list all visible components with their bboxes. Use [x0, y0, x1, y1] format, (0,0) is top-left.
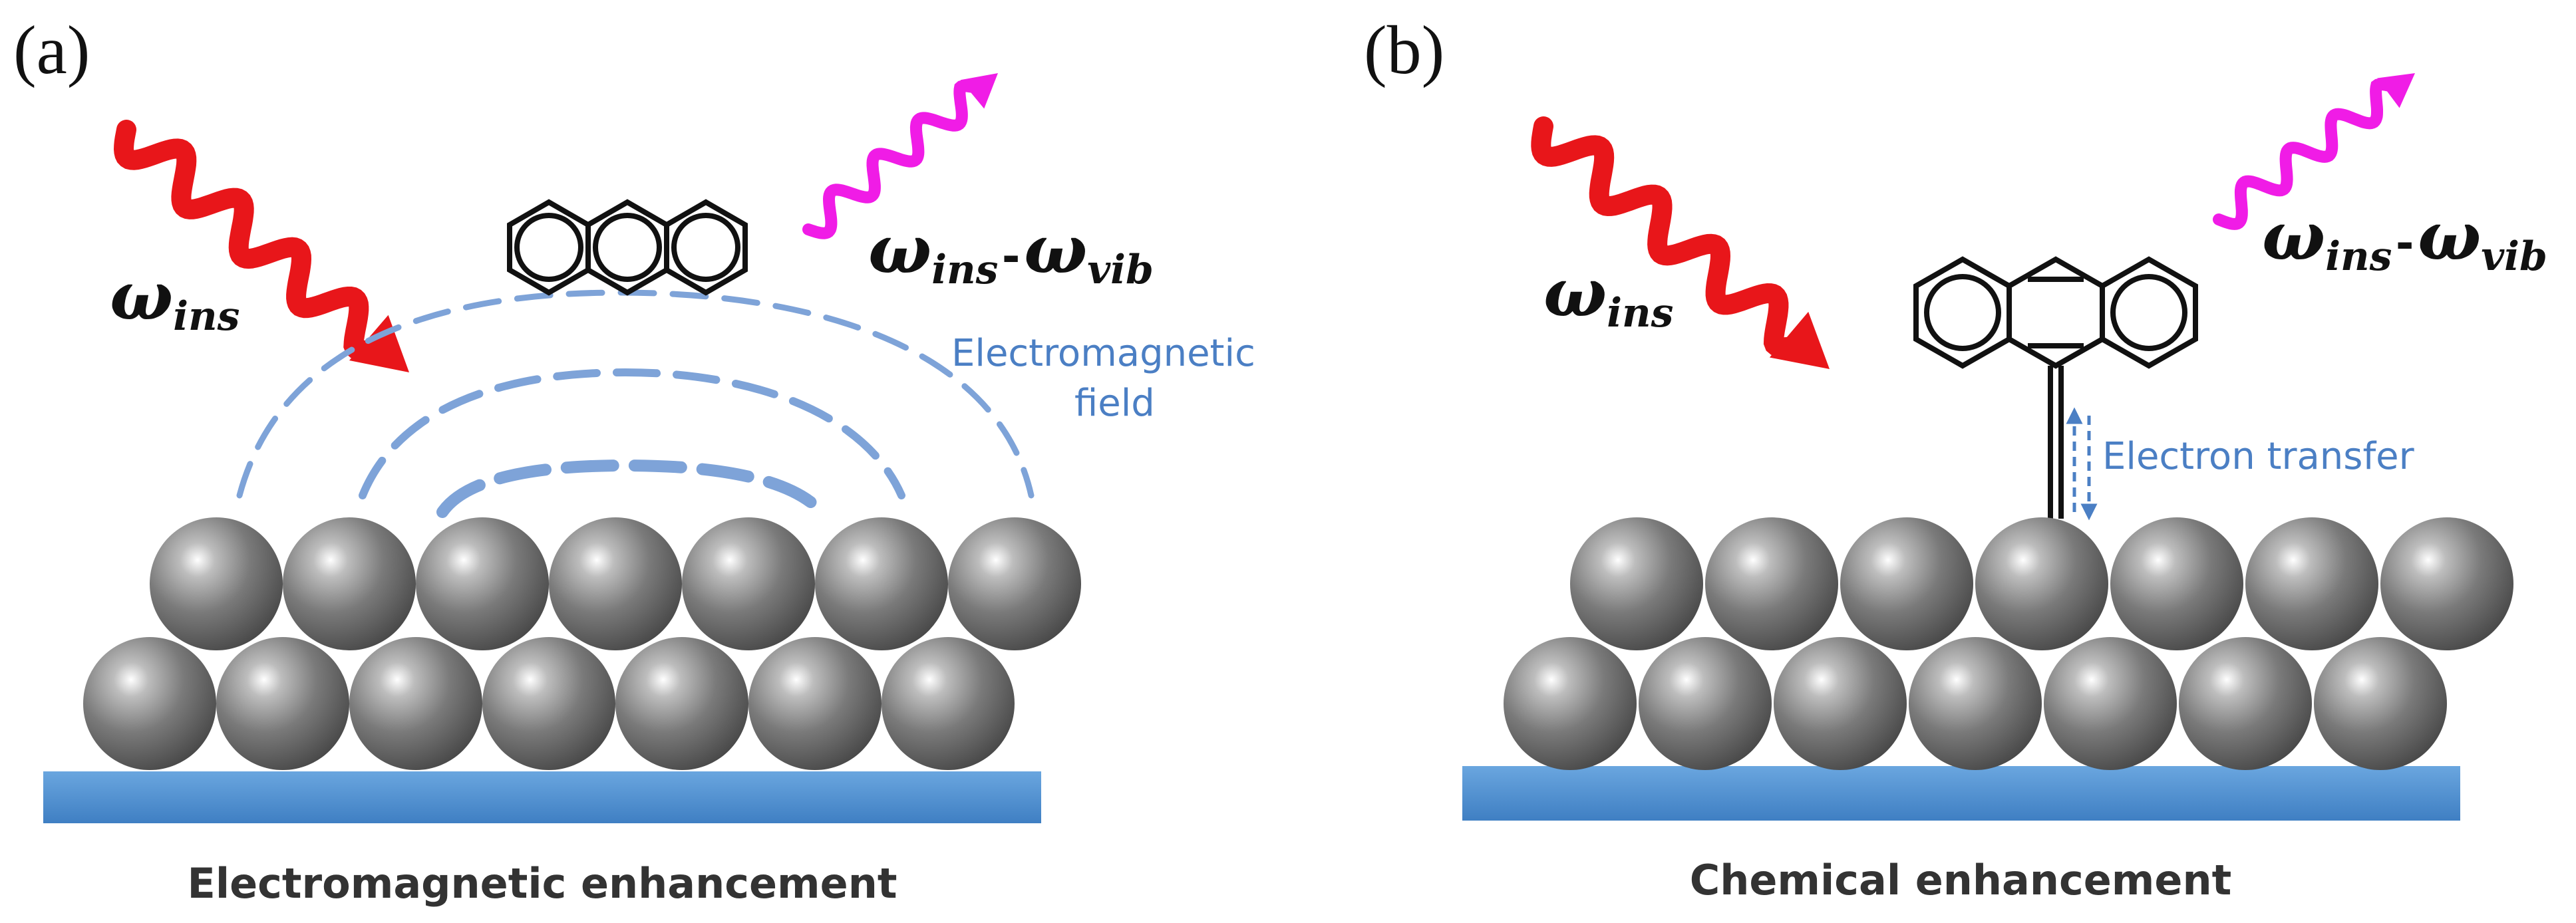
incident-wave-icon — [1531, 116, 1830, 369]
nanoparticle-sphere — [216, 637, 349, 770]
nanoparticle-sphere — [2110, 517, 2243, 650]
field-label-line1: Electromagnetic — [951, 332, 1255, 375]
nanoparticle-sphere — [815, 517, 948, 650]
anthracene-molecule-icon — [1913, 256, 2198, 519]
nanoparticle-sphere — [948, 517, 1081, 650]
panel-a-label: (a) — [13, 12, 90, 88]
nanoparticle-sphere — [1570, 517, 1703, 650]
nanoparticle-sphere — [615, 637, 748, 770]
nanoparticle-sphere — [416, 517, 549, 650]
nanoparticle-sphere — [549, 517, 682, 650]
panel-b-label: (b) — [1364, 12, 1444, 88]
field-label-line2: field — [1074, 382, 1155, 425]
nanoparticle-sphere — [1975, 517, 2108, 650]
scattered-wave-icon — [802, 73, 998, 239]
nanoparticle-sphere — [83, 637, 216, 770]
panel-a-caption: Electromagnetic enhancement — [188, 859, 897, 908]
nanoparticle-sphere — [1840, 517, 1973, 650]
incident-wave-icon — [113, 120, 409, 372]
incident-frequency-label: ωins — [110, 257, 240, 340]
nanoparticle-sphere — [482, 637, 615, 770]
nanoparticle-sphere — [349, 637, 482, 770]
scattered-wave-icon — [2213, 73, 2415, 230]
panel-b-caption: Chemical enhancement — [1690, 856, 2232, 904]
electron-transfer-arrows-icon — [2066, 407, 2098, 521]
electron-transfer-label: Electron transfer — [2102, 435, 2415, 478]
nanoparticle-sphere — [2245, 517, 2378, 650]
nanoparticle-sphere — [150, 517, 283, 650]
panel-b: (b) ωins ωins-ωvib — [1364, 12, 2547, 904]
nanoparticle-sphere — [2179, 637, 2312, 770]
anthracene-molecule-icon — [507, 199, 748, 296]
nanoparticle-sphere — [283, 517, 416, 650]
nanoparticle-layer — [83, 517, 1081, 770]
substrate-bar — [43, 771, 1041, 823]
substrate-bar — [1462, 766, 2460, 821]
panel-a: (a) ωins ωins-ωvib Electromagnetic field — [13, 12, 1255, 908]
nanoparticle-sphere — [748, 637, 882, 770]
nanoparticle-sphere — [882, 637, 1015, 770]
nanoparticle-layer — [1504, 517, 2513, 770]
nanoparticle-sphere — [2044, 637, 2177, 770]
nanoparticle-sphere — [1504, 637, 1637, 770]
nanoparticle-sphere — [2314, 637, 2447, 770]
incident-frequency-label: ωins — [1543, 253, 1673, 336]
nanoparticle-sphere — [682, 517, 815, 650]
scattered-frequency-label: ωins-ωvib — [868, 210, 1154, 293]
nanoparticle-sphere — [1639, 637, 1772, 770]
electromagnetic-field-lines — [236, 289, 1035, 518]
nanoparticle-sphere — [2380, 517, 2513, 650]
nanoparticle-sphere — [1705, 517, 1838, 650]
scattered-frequency-label: ωins-ωvib — [2262, 197, 2547, 280]
nanoparticle-sphere — [1909, 637, 2042, 770]
nanoparticle-sphere — [1774, 637, 1907, 770]
